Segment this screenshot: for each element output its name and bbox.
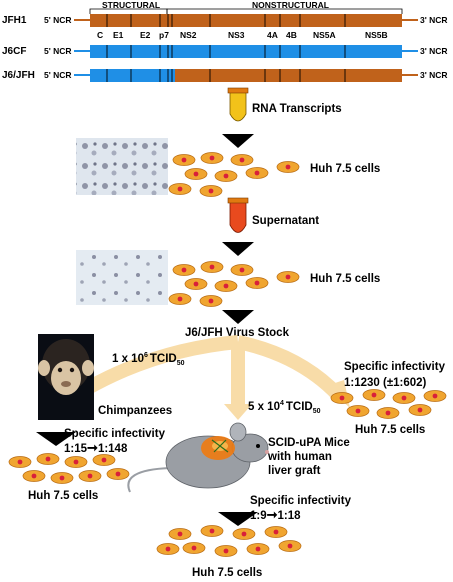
supernatant-tube xyxy=(227,197,249,233)
cell-cluster-mice xyxy=(156,525,302,557)
gene-boundaries xyxy=(106,14,346,82)
mice-specific-infectivity-label: Specific infectivity xyxy=(250,495,352,507)
construct-name-j6jfh: J6/JFH xyxy=(2,70,35,81)
gene-label-4b: 4B xyxy=(286,30,297,40)
rna-tube xyxy=(227,87,249,122)
construct-name-jfh1: JFH1 xyxy=(2,15,27,26)
nonstructural-label: NONSTRUCTURAL xyxy=(252,0,329,10)
huh-cells-label-chimp: Huh 7.5 cells xyxy=(28,490,98,502)
ncr3-label: 3' NCR xyxy=(420,15,448,25)
gene-label-ns5b: NS5B xyxy=(365,30,388,40)
gene-label-p7: p7 xyxy=(159,30,169,40)
virus-stock-label: J6/JFH Virus Stock xyxy=(185,327,290,339)
ncr3-label: 3' NCR xyxy=(420,46,448,56)
chimp-infectivity-range: 1:15➞1:148 xyxy=(64,440,128,455)
chimp-specific-infectivity-label: Specific infectivity xyxy=(64,428,166,440)
gene-label-ns5a: NS5A xyxy=(313,30,336,40)
micrograph-1 xyxy=(76,138,168,195)
chimpanzees-label: Chimpanzees xyxy=(98,405,172,417)
huh-cells-label-1: Huh 7.5 cells xyxy=(310,163,380,175)
chimpanzee-photo xyxy=(38,334,94,420)
micrograph-2 xyxy=(76,250,168,305)
culture-specific-infectivity-label: Specific infectivity xyxy=(344,361,446,373)
ncr5-label: 5' NCR xyxy=(44,46,72,56)
cell-cluster-1 xyxy=(168,152,300,197)
ncr3-label: 3' NCR xyxy=(420,70,448,80)
huh-cells-label-2: Huh 7.5 cells xyxy=(310,273,380,285)
arrow-down-icon xyxy=(218,512,258,526)
arrow-down-icon xyxy=(222,242,254,256)
gene-label-ns3: NS3 xyxy=(228,30,245,40)
construct-name-j6cf: J6CF xyxy=(2,46,26,57)
arrow-down-icon xyxy=(36,432,76,446)
gene-label-e2: E2 xyxy=(140,30,151,40)
genome-bar-j6jfh-structural xyxy=(90,69,175,82)
mice-label-line3: liver graft xyxy=(268,465,321,477)
arrow-down-icon xyxy=(222,310,254,324)
gene-label-e1: E1 xyxy=(113,30,124,40)
gene-label-4a: 4A xyxy=(267,30,278,40)
mice-infectivity-range: 1:9➞1:18 xyxy=(250,507,301,522)
ncr5-label: 5' NCR xyxy=(44,15,72,25)
cell-cluster-chimp xyxy=(8,453,130,484)
ncr5-label: 5' NCR xyxy=(44,70,72,80)
huh-cells-label-mice: Huh 7.5 cells xyxy=(192,567,262,579)
arrow-down-icon xyxy=(222,134,254,148)
nonstructural-bracket xyxy=(166,8,403,14)
huh-cells-label-culture: Huh 7.5 cells xyxy=(355,424,425,436)
genome-map: STRUCTURAL NONSTRUCTURAL JFH1 5' NCR 3' … xyxy=(2,0,448,82)
mouse-illustration xyxy=(127,422,269,493)
gene-label-c: C xyxy=(97,30,103,40)
genome-bar-j6cf xyxy=(90,45,402,58)
mice-label-line1: SCID-uPA Mice xyxy=(268,437,350,449)
mice-label-line2: with human xyxy=(267,451,332,463)
supernatant-label: Supernatant xyxy=(252,215,319,227)
cell-cluster-2 xyxy=(168,261,300,307)
genome-bar-jfh1 xyxy=(90,14,402,27)
gene-label-ns2: NS2 xyxy=(180,30,197,40)
structural-label: STRUCTURAL xyxy=(102,0,160,10)
rna-transcripts-label: RNA Transcripts xyxy=(252,103,342,115)
genome-bar-j6jfh-nonstructural xyxy=(175,69,402,82)
culture-infectivity-value: 1:1230 (±1:602) xyxy=(344,377,427,389)
